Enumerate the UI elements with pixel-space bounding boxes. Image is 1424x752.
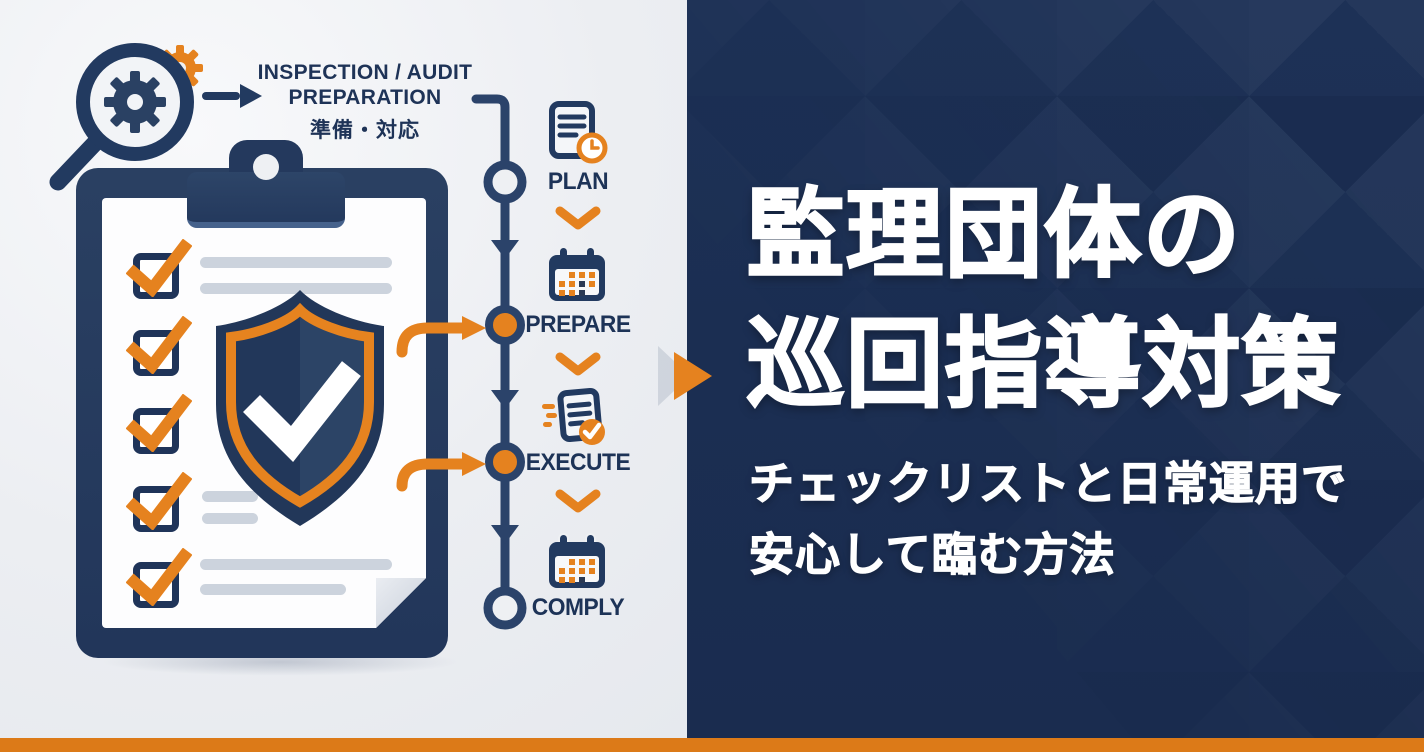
main-title: 監理団体の 巡回指導対策	[746, 170, 1341, 430]
arrow-down-icon	[491, 240, 519, 259]
check-icon	[126, 548, 192, 606]
document-clock-icon	[549, 101, 608, 164]
paper-line	[200, 257, 392, 268]
chevron-down-icon	[555, 489, 601, 513]
step-label-plan: PLAN	[547, 168, 609, 195]
header-line1: INSPECTION / AUDIT	[257, 61, 473, 84]
arrow-down-icon	[491, 390, 519, 409]
timeline-node-prepare	[485, 305, 525, 345]
clipboard-clip	[187, 172, 345, 228]
calendar-icon	[549, 246, 605, 301]
paper-line	[200, 559, 392, 570]
subtitle-line1: チェックリストと日常運用で	[748, 457, 1348, 509]
check-icon	[126, 239, 192, 297]
timeline-node-plan	[483, 160, 527, 204]
clipboard-clip-hole	[253, 154, 279, 180]
subtitle: チェックリストと日常運用で 安心して臨む方法	[748, 448, 1348, 590]
diamond-pattern-background	[687, 0, 1424, 738]
arrow-right-icon	[202, 84, 262, 108]
timeline-node-comply	[483, 586, 527, 630]
title-line1: 監理団体の	[746, 179, 1242, 291]
subtitle-line2: 安心して臨む方法	[748, 528, 1116, 580]
paper-line	[202, 491, 258, 502]
inspection-header: INSPECTION / AUDIT PREPARATION 準備・対応	[256, 60, 474, 144]
chevron-down-icon	[555, 206, 601, 230]
calendar-icon	[549, 533, 605, 588]
chevron-down-icon	[555, 352, 601, 376]
step-label-execute: EXECUTE	[525, 449, 631, 476]
timeline-node-execute	[485, 442, 525, 482]
header-line3-jp: 準備・対応	[310, 119, 420, 142]
check-icon	[126, 472, 192, 530]
arrow-down-icon	[491, 525, 519, 544]
panel-divider-arrow-icon	[658, 346, 712, 406]
title-line2: 巡回指導対策	[746, 309, 1341, 421]
bottom-accent-bar	[0, 738, 1424, 752]
connector-arrows-icon	[396, 316, 486, 492]
paper-line	[200, 584, 346, 595]
paper-line	[202, 513, 258, 524]
paper-line	[200, 283, 392, 294]
step-label-comply: COMPLY	[531, 594, 625, 621]
shield-check-icon	[216, 290, 384, 526]
document-check-icon	[542, 388, 605, 445]
left-panel: INSPECTION / AUDIT PREPARATION 準備・対応	[0, 0, 687, 738]
step-label-prepare: PREPARE	[525, 311, 631, 338]
header-line2: PREPARATION	[288, 86, 442, 109]
magnifier-gear-icon	[49, 43, 203, 191]
check-icon	[126, 394, 192, 452]
check-icon	[126, 316, 192, 374]
timeline-spine	[471, 94, 527, 630]
right-panel: 監理団体の 巡回指導対策 チェックリストと日常運用で 安心して臨む方法	[687, 0, 1424, 738]
